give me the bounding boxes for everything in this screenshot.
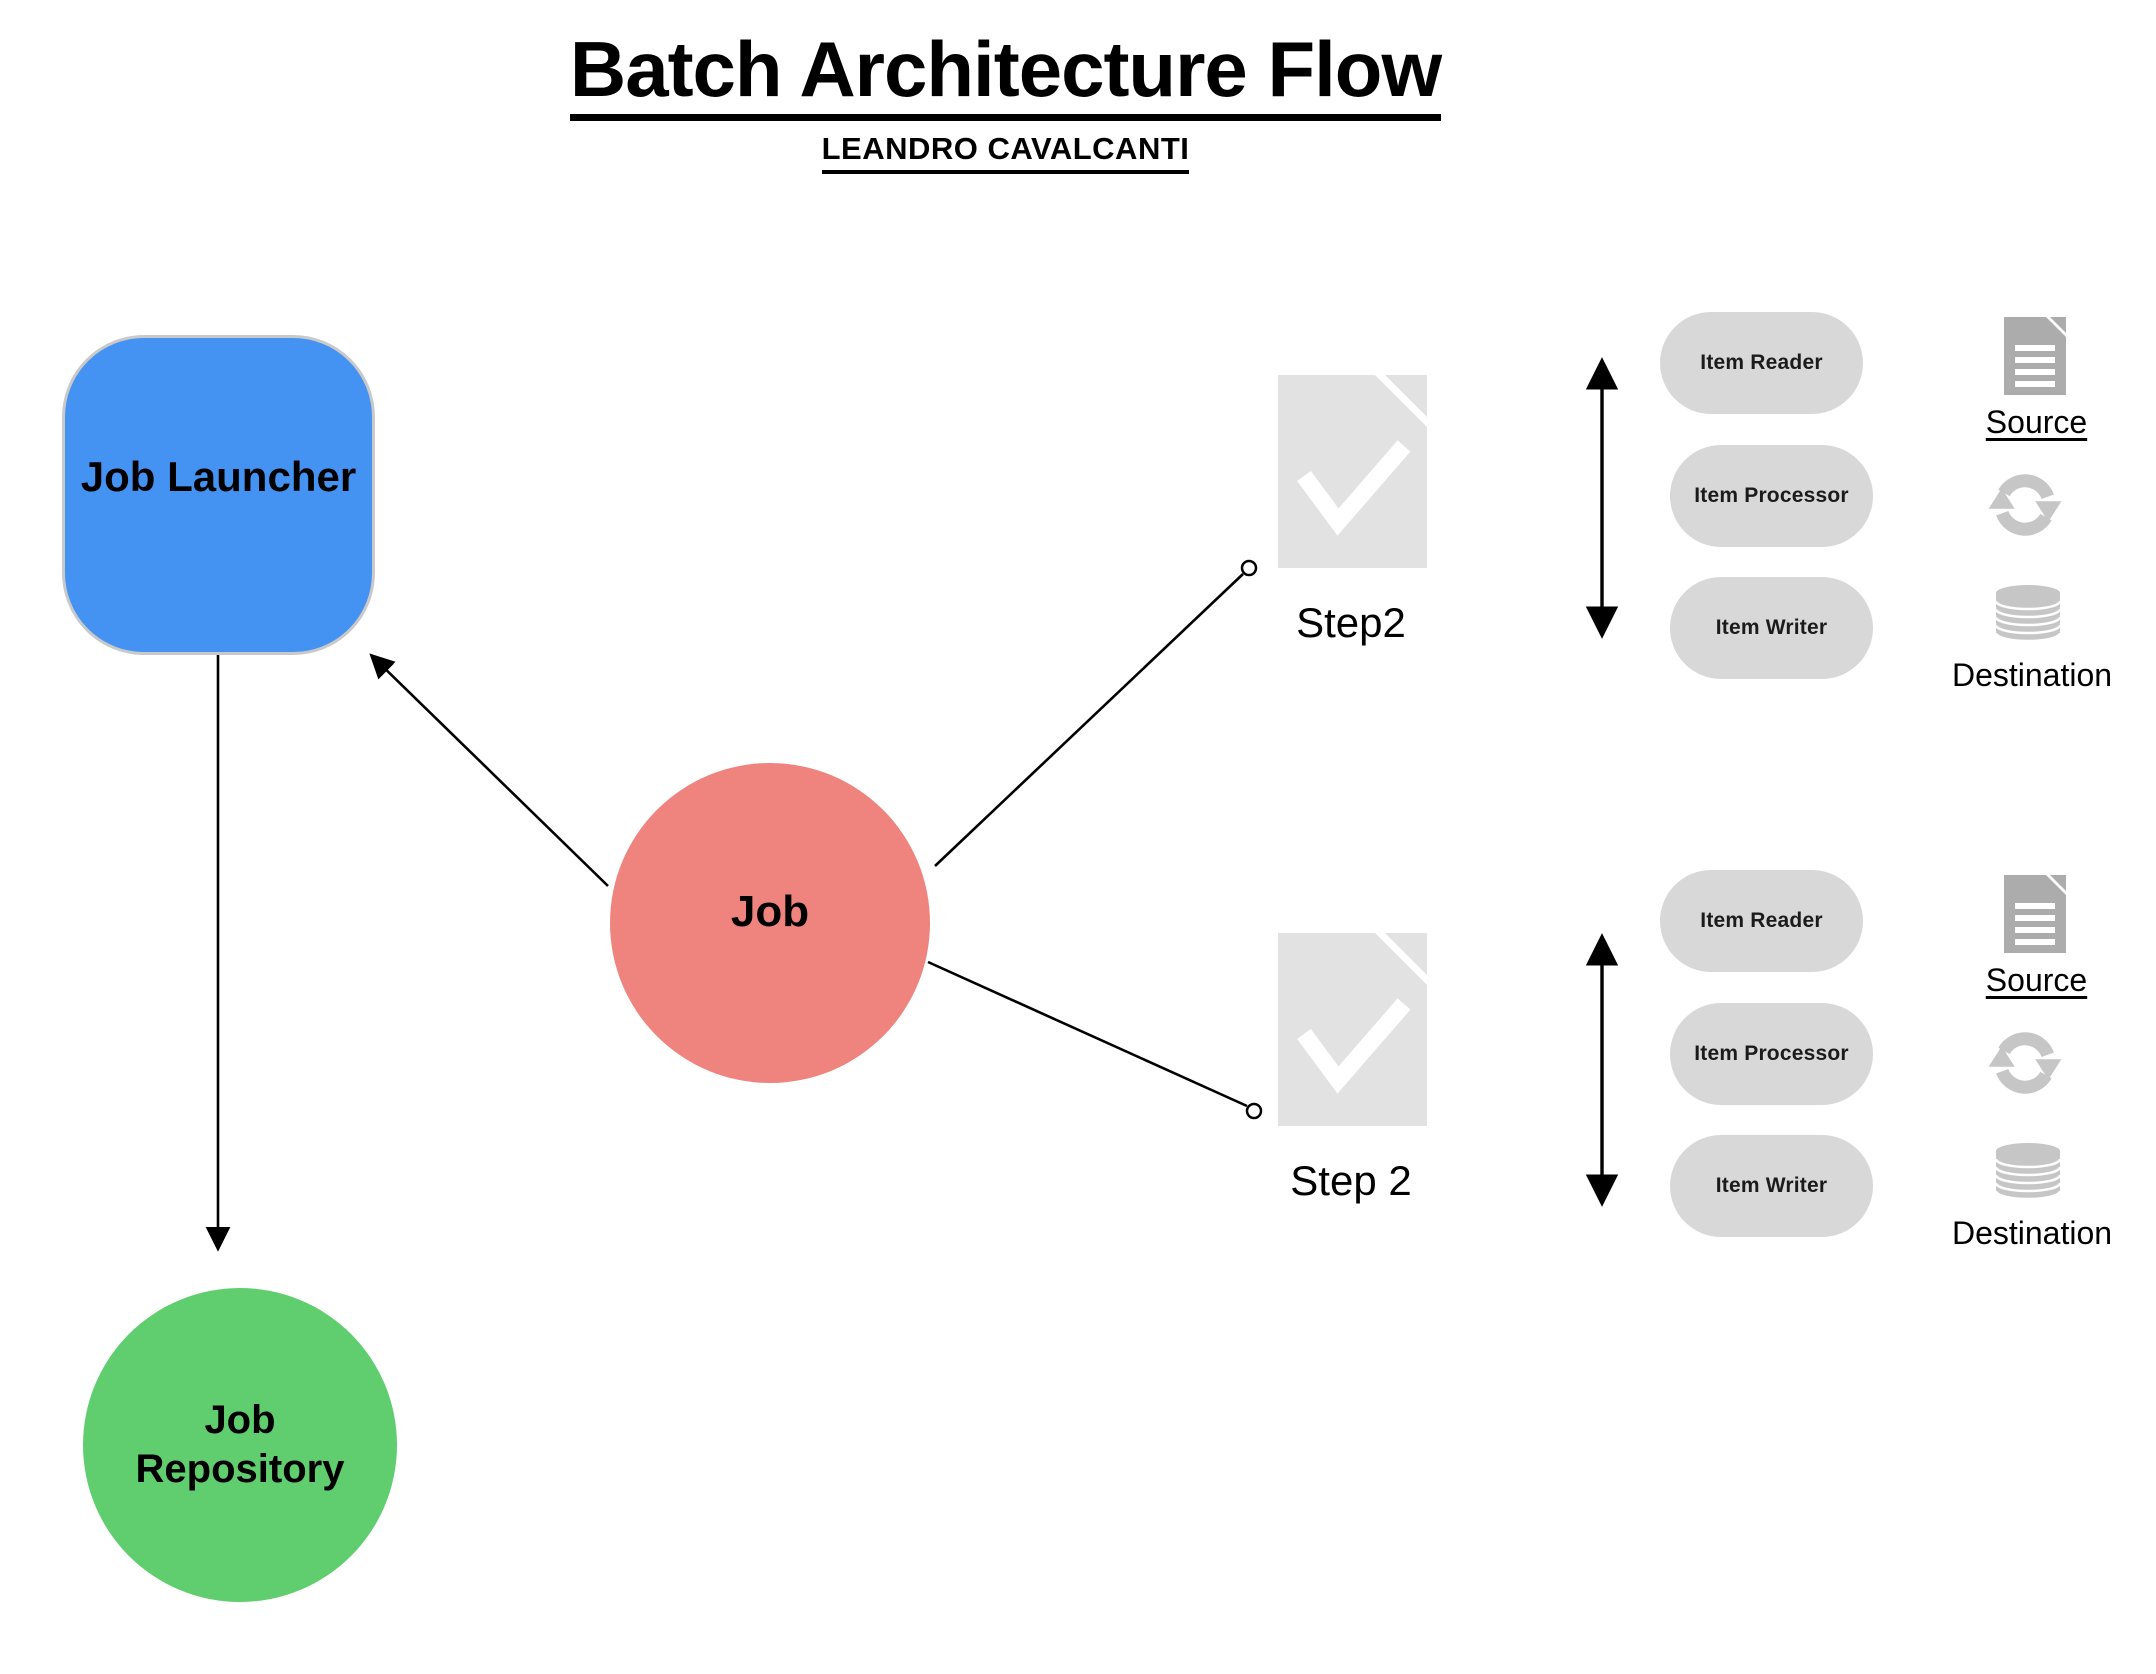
node-job-repository: Job Repository	[83, 1288, 397, 1602]
node-job-launcher: Job Launcher	[62, 335, 375, 655]
job-repository-label: Job Repository	[135, 1398, 345, 1491]
pill-item-writer: Item Writer	[1670, 1135, 1873, 1237]
pill-item-writer: Item Writer	[1670, 577, 1873, 679]
pill-item-reader: Item Reader	[1660, 312, 1863, 414]
node-job: Job	[610, 763, 930, 1083]
connector-job-to-step1	[934, 573, 1244, 867]
page-subtitle: LEANDRO CAVALCANTI	[821, 131, 1190, 174]
job-launcher-label: Job Launcher	[80, 453, 357, 500]
step-label: Step2	[1296, 599, 1406, 646]
job-label: Job	[730, 887, 810, 936]
arrow-job-to-launcher	[369, 653, 609, 887]
database-icon	[1994, 1143, 2062, 1201]
step-check-icon	[1278, 375, 1427, 568]
step-label: Step 2	[1290, 1157, 1412, 1204]
source-label: Source	[1985, 404, 2088, 440]
source-document-icon	[2004, 875, 2066, 953]
pill-item-reader: Item Reader	[1660, 870, 1863, 972]
step-group-2: Step 2 Item Reader Item Processor Item W…	[1240, 870, 2156, 1300]
sync-icon	[1988, 1032, 2062, 1094]
connector-job-to-step2	[927, 960, 1248, 1108]
step-check-icon	[1278, 933, 1427, 1126]
page-title: Batch Architecture Flow	[569, 30, 1442, 121]
step-group-1: Step2 Item Reader Item Processor Item Wr…	[1240, 312, 2156, 742]
destination-label: Destination	[1951, 657, 2113, 693]
sync-icon	[1988, 474, 2062, 536]
source-document-icon	[2004, 317, 2066, 395]
source-label: Source	[1985, 962, 2088, 998]
pill-item-processor: Item Processor	[1670, 445, 1873, 547]
header: Batch Architecture Flow LEANDRO CAVALCAN…	[538, 30, 1473, 174]
destination-label: Destination	[1951, 1215, 2113, 1251]
database-icon	[1994, 585, 2062, 643]
pill-item-processor: Item Processor	[1670, 1003, 1873, 1105]
